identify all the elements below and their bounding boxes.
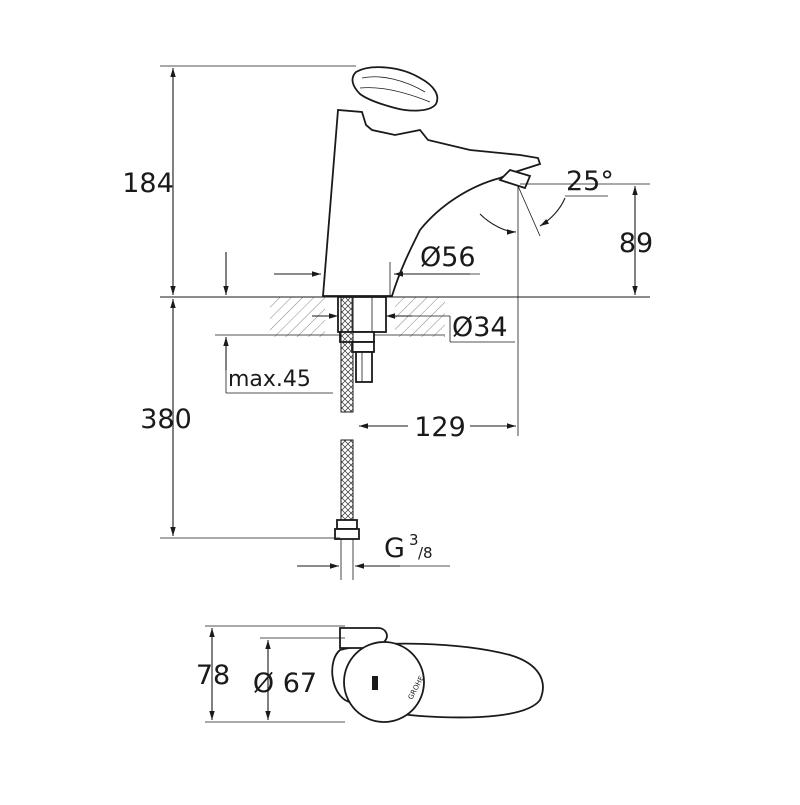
top-button-circle	[343, 641, 425, 723]
angle-arrow-right	[539, 197, 566, 227]
hose-upper	[340, 296, 354, 413]
top-view: GROHE 78 Ø 67	[196, 625, 544, 723]
angle-arrow-left	[479, 213, 517, 235]
label-184: 184	[122, 168, 174, 199]
faucet-body	[322, 109, 542, 297]
label-56: Ø56	[420, 242, 476, 273]
cap-detail-2	[359, 87, 431, 103]
label-129: 129	[414, 412, 466, 443]
spout-angle-line	[517, 185, 541, 237]
label-78: 78	[196, 660, 230, 691]
label-thread-sub: /8	[418, 544, 433, 562]
hose-lower	[340, 439, 354, 529]
label-thread-sup: 3	[409, 531, 419, 549]
label-max-45: max.45	[228, 367, 311, 392]
label-89: 89	[619, 228, 653, 259]
label-34: Ø34	[452, 312, 508, 343]
label-25: 25°	[566, 166, 614, 197]
side-view: 184 380 max.45 Ø56 Ø34 129 89	[122, 65, 653, 580]
hose-nut	[334, 519, 360, 580]
label-thread-g: G	[384, 533, 405, 564]
label-380: 380	[140, 404, 192, 435]
top-indicator	[372, 676, 378, 690]
push-button-cap	[351, 66, 439, 112]
label-67: Ø 67	[253, 668, 317, 699]
cap-detail	[361, 76, 426, 93]
aerator	[498, 168, 532, 190]
